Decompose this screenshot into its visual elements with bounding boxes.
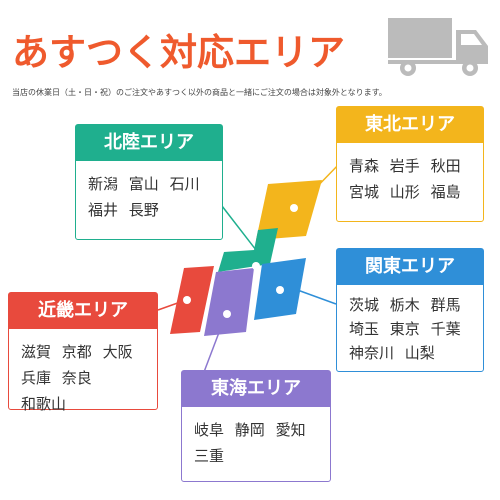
truck-icon — [388, 18, 488, 76]
prefecture-label: 兵庫 — [21, 369, 52, 387]
prefecture-label: 山梨 — [404, 344, 435, 362]
kinki-prefecture-list: 滋賀 京都 大阪 兵庫 奈良 和歌山 — [9, 329, 157, 427]
page-title: あすつく対応エリア — [12, 31, 345, 74]
prefecture-label: 和歌山 — [21, 395, 67, 413]
prefecture-label: 福井 — [88, 201, 119, 219]
prefecture-label: 大阪 — [102, 343, 133, 361]
prefecture-label: 長野 — [128, 201, 159, 219]
prefecture-label: 山形 — [389, 183, 420, 201]
hokuriku-area-box: 北陸エリア 新潟 富山 石川 福井 長野 — [75, 124, 223, 240]
prefecture-label: 静岡 — [234, 421, 265, 439]
tohoku-area-title: 東北エリア — [337, 107, 483, 143]
prefecture-label: 栃木 — [389, 296, 420, 314]
hokuriku-connector — [221, 205, 257, 251]
tokai-marker — [223, 310, 231, 318]
prefecture-label: 愛知 — [275, 421, 306, 439]
prefecture-label: 群馬 — [430, 296, 461, 314]
tohoku-area-box: 東北エリア 青森 岩手 秋田 宮城 山形 福島 — [336, 106, 484, 222]
prefecture-label: 秋田 — [430, 157, 461, 175]
prefecture-label: 宮城 — [349, 183, 380, 201]
kinki-marker — [183, 296, 191, 304]
kinki-area-box: 近畿エリア 滋賀 京都 大阪 兵庫 奈良 和歌山 — [8, 292, 158, 413]
kinki-area-title: 近畿エリア — [9, 293, 157, 329]
hokuriku-marker — [252, 262, 260, 270]
prefecture-label: 埼玉 — [349, 320, 380, 338]
prefecture-label: 千葉 — [430, 320, 461, 338]
prefecture-label: 岐阜 — [194, 421, 225, 439]
notice-text: 当店の休業日（土・日・祝）のご注文やあすつく以外の商品と一緒にご注文の場合は対象… — [12, 88, 387, 97]
prefecture-label: 神奈川 — [349, 344, 395, 362]
tokai-area-title: 東海エリア — [182, 371, 330, 407]
prefecture-label: 富山 — [128, 175, 159, 193]
hokuriku-prefecture-list: 新潟 富山 石川 福井 長野 — [76, 161, 222, 233]
hokuriku-area-title: 北陸エリア — [76, 125, 222, 161]
prefecture-label: 岩手 — [389, 157, 420, 175]
prefecture-label: 福島 — [430, 183, 461, 201]
tokai-prefecture-list: 岐阜 静岡 愛知 三重 — [182, 407, 330, 479]
prefecture-label: 青森 — [349, 157, 380, 175]
prefecture-label: 奈良 — [61, 369, 92, 387]
tohoku-marker — [290, 204, 298, 212]
tohoku-prefecture-list: 青森 岩手 秋田 宮城 山形 福島 — [337, 143, 483, 215]
tokai-block — [204, 268, 254, 336]
prefecture-label: 茨城 — [349, 296, 380, 314]
tokai-area-box: 東海エリア 岐阜 静岡 愛知 三重 — [181, 370, 331, 482]
prefecture-label: 京都 — [61, 343, 92, 361]
kanto-area-box: 関東エリア 茨城 栃木 群馬 埼玉 東京 千葉 神奈川 山梨 — [336, 248, 484, 372]
kanto-marker — [276, 286, 284, 294]
prefecture-label: 滋賀 — [21, 343, 52, 361]
prefecture-label: 新潟 — [88, 175, 119, 193]
kanto-prefecture-list: 茨城 栃木 群馬 埼玉 東京 千葉 神奈川 山梨 — [337, 285, 483, 375]
prefecture-label: 三重 — [194, 447, 225, 465]
tohoku-block — [256, 180, 322, 240]
kinki-block — [170, 266, 214, 334]
prefecture-label: 東京 — [389, 320, 420, 338]
hokuriku-block — [218, 228, 278, 272]
prefecture-label: 石川 — [169, 175, 200, 193]
kanto-area-title: 関東エリア — [337, 249, 483, 285]
